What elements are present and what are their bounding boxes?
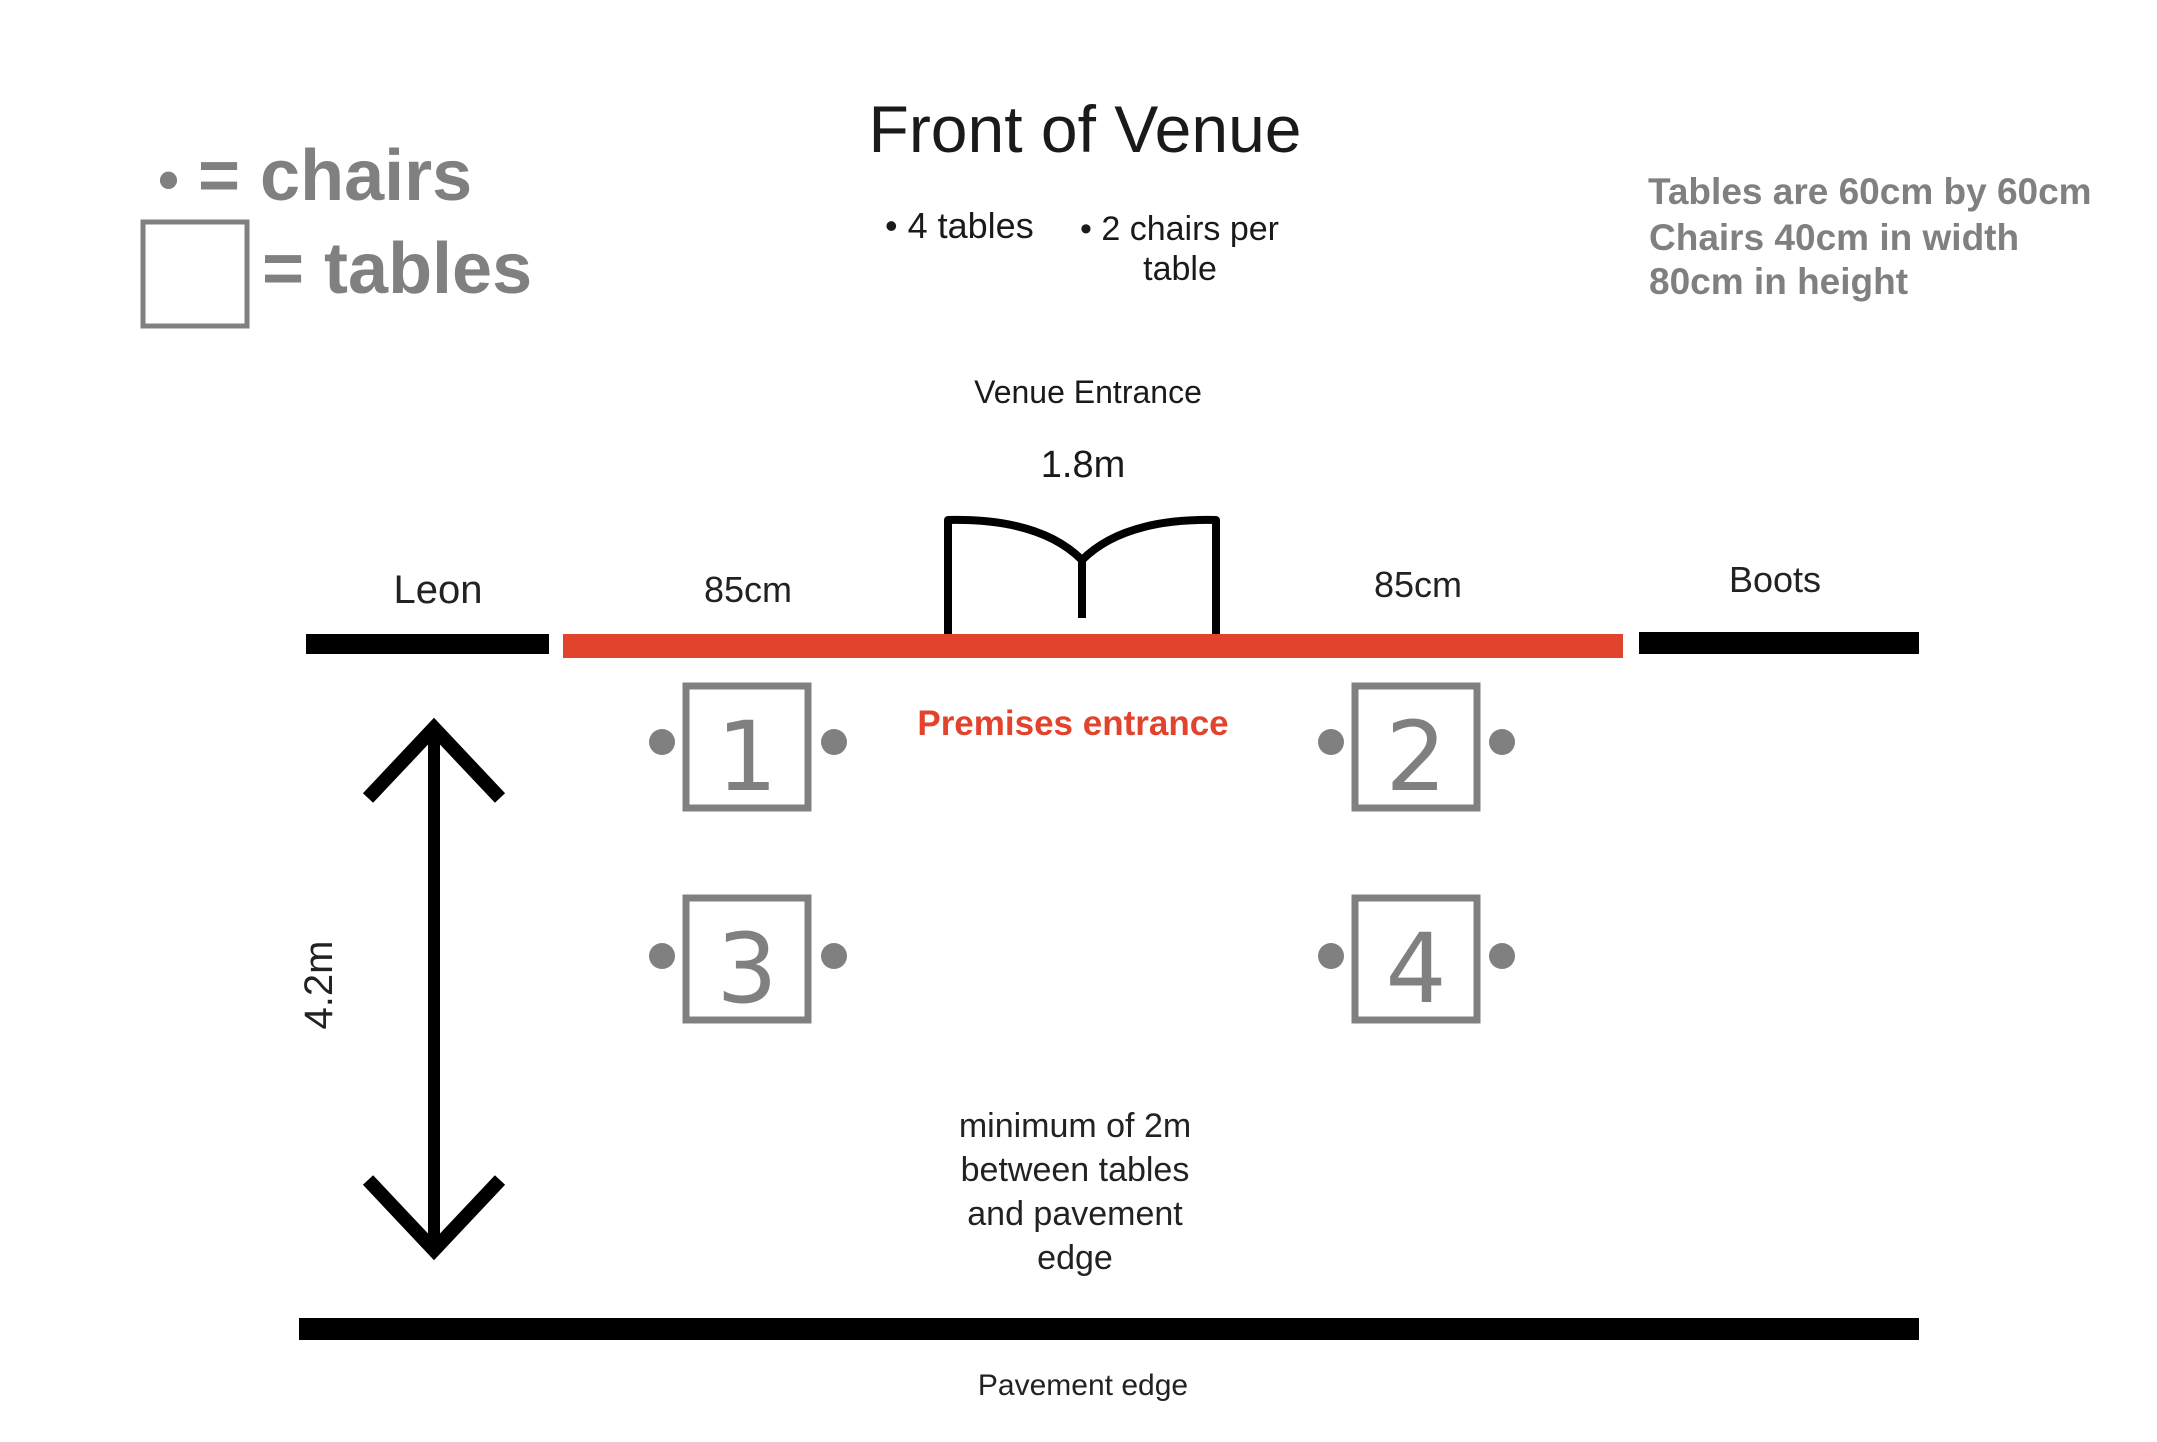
right-gap-dimension: 85cm (1374, 564, 1462, 605)
depth-arrow-head-bottom (362, 1175, 506, 1261)
table-1-box (682, 682, 812, 812)
pavement: Pavement edge (299, 1318, 1919, 1402)
clearance-note-line1: minimum of 2m (959, 1107, 1191, 1145)
depth-arrow: 4.2m (297, 717, 506, 1261)
legend-tables-label: = tables (262, 229, 532, 309)
bullet-chairs-line2: table (1143, 250, 1217, 288)
legend-chairs-label: = chairs (198, 136, 472, 216)
entrance-door-symbol (944, 515, 1220, 640)
pavement-edge-label: Pavement edge (978, 1369, 1188, 1402)
bullet-tables: • 4 tables (885, 205, 1034, 246)
clearance-note-line4: edge (1037, 1239, 1113, 1277)
table-3-number: 3 (716, 913, 777, 1025)
table-3: 3 (649, 894, 847, 1025)
dimension-notes: Tables are 60cm by 60cm Chairs 40cm in w… (1648, 171, 2092, 302)
venue-entrance: Venue Entrance 1.8m (944, 374, 1220, 640)
note-chair-width: Chairs 40cm in width (1649, 217, 2019, 258)
clearance-note: minimum of 2m between tables and pavemen… (959, 1107, 1191, 1277)
table-1: 1 (649, 682, 847, 813)
chair-1b (821, 729, 847, 755)
chair-2a (1318, 729, 1344, 755)
table-2-box (1351, 682, 1481, 812)
chair-2b (1489, 729, 1515, 755)
note-chair-height: 80cm in height (1649, 261, 1908, 302)
clearance-note-line3: and pavement (967, 1195, 1183, 1233)
chair-4a (1318, 943, 1344, 969)
depth-arrow-head-top (362, 717, 506, 803)
table-4-box (1351, 894, 1481, 1024)
shopfront: Leon Boots 85cm 85cm Premises entrance (306, 559, 1919, 743)
page-title: Front of Venue (869, 92, 1302, 166)
chair-1a (649, 729, 675, 755)
table-3-box (682, 894, 812, 1024)
tables-layout: 1 2 3 4 (649, 682, 1515, 1025)
clearance-note-line2: between tables (961, 1151, 1190, 1189)
wall-leon (306, 634, 549, 654)
chair-3a (649, 943, 675, 969)
premises-frontage (563, 634, 1623, 658)
legend-chair-symbol: • (158, 146, 179, 213)
chair-4b (1489, 943, 1515, 969)
premises-entrance-label: Premises entrance (917, 704, 1228, 743)
entrance-label: Venue Entrance (974, 374, 1202, 410)
pavement-edge-line (299, 1318, 1919, 1340)
table-4-number: 4 (1385, 913, 1446, 1025)
left-gap-dimension: 85cm (704, 569, 792, 610)
table-2-number: 2 (1385, 701, 1446, 813)
entrance-width: 1.8m (1041, 444, 1125, 486)
legend: • = chairs = tables (140, 136, 532, 329)
wall-boots (1639, 632, 1919, 654)
table-1-number: 1 (716, 701, 777, 813)
title-block: Front of Venue • 4 tables • 2 chairs per… (869, 92, 1302, 288)
legend-table-icon (140, 219, 250, 329)
depth-dimension: 4.2m (297, 941, 341, 1030)
chair-3b (821, 943, 847, 969)
table-4: 4 (1318, 894, 1515, 1025)
table-2: 2 (1318, 682, 1515, 813)
bullet-chairs-line1: • 2 chairs per (1080, 210, 1279, 248)
neighbour-leon: Leon (394, 568, 483, 612)
neighbour-boots: Boots (1729, 559, 1821, 600)
note-tables-size: Tables are 60cm by 60cm (1648, 171, 2092, 212)
